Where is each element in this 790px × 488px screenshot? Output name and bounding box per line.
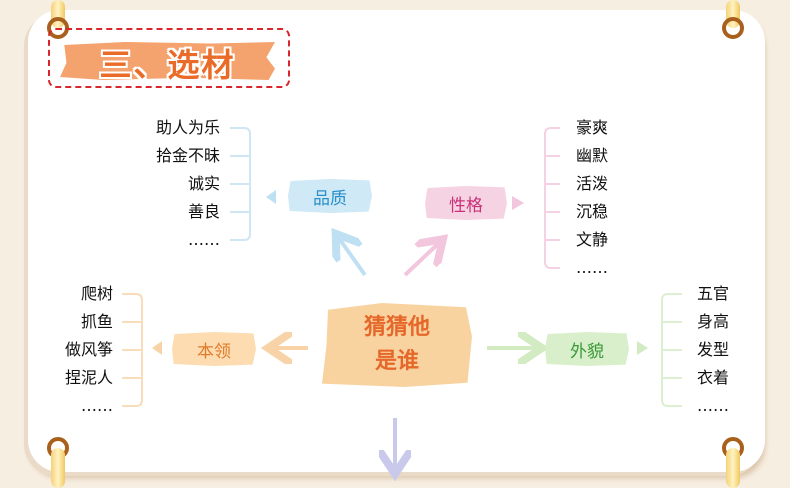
peg — [726, 448, 740, 488]
arrow-to-quality — [338, 237, 367, 277]
node-personality: 性格 — [425, 186, 507, 220]
peg — [51, 448, 65, 488]
list-item: …… — [697, 396, 729, 415]
list-item: 善良 — [187, 202, 220, 221]
list-item: 衣着 — [697, 368, 730, 387]
arrow-to-personality — [403, 242, 440, 277]
node-skills: 本领 — [172, 332, 256, 366]
list-item: …… — [188, 230, 220, 249]
title-brush — [60, 42, 275, 80]
bracket-appearance — [661, 293, 682, 407]
list-item: 身高 — [697, 312, 730, 331]
node-quality: 品质 — [288, 179, 372, 213]
title-frame — [48, 28, 290, 88]
section-title: 三、选材 — [99, 46, 236, 84]
list-item: 抓鱼 — [80, 312, 113, 331]
list-item: 文静 — [576, 230, 609, 249]
list-skills: 爬树 抓鱼 做风筝 捏泥人 …… — [65, 280, 113, 420]
list-item: 沉稳 — [576, 202, 609, 221]
bracket-personality — [544, 127, 560, 269]
bracket-quality — [230, 127, 251, 241]
list-item: 五官 — [697, 284, 730, 303]
node-appearance: 外貌 — [545, 332, 629, 366]
list-appearance: 五官 身高 发型 衣着 …… — [697, 280, 729, 420]
list-quality: 助人为乐 拾金不昧 诚实 善良 …… — [156, 114, 220, 254]
list-item: 幽默 — [576, 146, 609, 165]
ring-top-right — [722, 17, 744, 39]
list-item: …… — [576, 258, 608, 277]
triangle-quality — [266, 190, 276, 204]
list-item: 豪爽 — [576, 118, 609, 137]
triangle-personality — [512, 196, 524, 210]
list-item: 诚实 — [187, 174, 220, 193]
triangle-appearance — [637, 341, 648, 355]
list-item: …… — [81, 396, 113, 415]
bracket-skills — [122, 293, 143, 407]
list-item: 做风筝 — [64, 340, 113, 359]
list-item: 活泼 — [576, 174, 609, 193]
list-personality: 豪爽 幽默 活泼 沉稳 文静 …… — [576, 114, 608, 282]
list-item: 捏泥人 — [64, 368, 113, 387]
list-item: 发型 — [697, 340, 730, 359]
triangle-skills — [152, 341, 162, 355]
center-node: 猜猜他 是谁 — [322, 303, 472, 387]
list-item: 助人为乐 — [155, 118, 220, 137]
list-item: 爬树 — [80, 284, 113, 303]
list-item: 拾金不昧 — [155, 146, 220, 165]
